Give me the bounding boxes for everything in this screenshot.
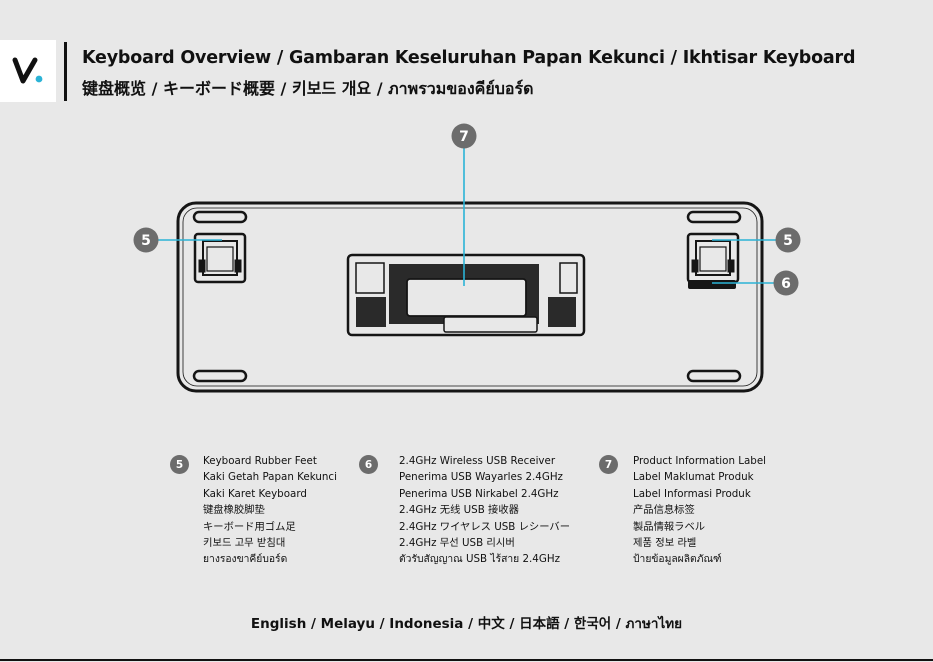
legend-line: Penerima USB Nirkabel 2.4GHz	[399, 487, 559, 500]
legend-line: 2.4GHz 무선 USB 리시버	[399, 537, 515, 550]
footer-divider	[0, 659, 933, 661]
usb-receiver-slot	[688, 280, 736, 289]
legend-line: Kaki Getah Papan Kekunci	[203, 471, 337, 484]
legend-line: 键盘橡胶脚垫	[203, 504, 265, 517]
left-rubber-foot	[193, 232, 247, 284]
callout-5-right: 5	[775, 227, 801, 253]
legend-line: Product Information Label	[633, 455, 767, 467]
language-list: English / Melayu / Indonesia / 中文 / 日本語 …	[250, 616, 683, 632]
leader-lines	[158, 148, 776, 286]
legend-line: 2.4GHz Wireless USB Receiver	[399, 455, 556, 467]
page-title: Keyboard Overview / Gambaran Keseluruhan…	[82, 48, 856, 68]
callout-5-left-number: 5	[141, 233, 151, 249]
legend-line: Label Maklumat Produk	[633, 471, 754, 484]
legend-line: Kaki Karet Keyboard	[203, 487, 307, 500]
legend-line: 키보드 고무 받침대	[203, 537, 286, 550]
callout-5-left: 5	[133, 227, 159, 253]
legend-line: 2.4GHz 无线 USB 接收器	[399, 504, 519, 517]
case-slots	[192, 210, 742, 383]
battery-cover	[346, 253, 586, 337]
callout-6-number: 6	[781, 276, 791, 292]
legend-list: Product Information Label Label Maklumat…	[633, 453, 766, 568]
brand-logo-mark	[12, 57, 43, 84]
callout-5-right-number: 5	[783, 233, 793, 249]
page-subtitle: 键盘概览 / キーボード概要 / 키보드 개요 / ภาพรวมของคีย์บ…	[82, 79, 534, 98]
legend-line: 제품 정보 라벨	[633, 537, 697, 550]
legend-badge-6: 6	[359, 455, 378, 474]
legend-line: ตัวรับสัญญาณ USB ไร้สาย 2.4GHz	[399, 553, 560, 566]
legend-list: 2.4GHz Wireless USB Receiver Penerima US…	[399, 453, 570, 568]
callout-7-number: 7	[459, 129, 469, 145]
product-info-label	[406, 278, 527, 317]
legend-line: 製品情報ラベル	[633, 520, 706, 533]
legend-line: 产品信息标签	[633, 504, 695, 517]
callout-7: 7	[451, 123, 477, 149]
legend-line: Penerima USB Wayarles 2.4GHz	[399, 471, 563, 484]
callout-6: 6	[773, 270, 799, 296]
keyboard-outline	[176, 201, 764, 393]
legend-line: ป้ายข้อมูลผลิตภัณฑ์	[633, 553, 722, 566]
legend-line: ยางรองขาคีย์บอร์ด	[203, 553, 288, 566]
right-rubber-foot	[686, 232, 740, 284]
legend-list: Keyboard Rubber Feet Kaki Getah Papan Ke…	[203, 453, 337, 568]
brand-logo	[0, 40, 56, 102]
legend-badge-5: 5	[170, 455, 189, 474]
legend-badge-7: 7	[599, 455, 618, 474]
legend-line: 2.4GHz ワイヤレス USB レシーバー	[399, 520, 571, 533]
header-divider	[64, 42, 67, 101]
legend-line: Label Informasi Produk	[633, 487, 751, 500]
legend-line: Keyboard Rubber Feet	[203, 455, 317, 467]
legend-line: キーボード用ゴム足	[203, 520, 296, 533]
